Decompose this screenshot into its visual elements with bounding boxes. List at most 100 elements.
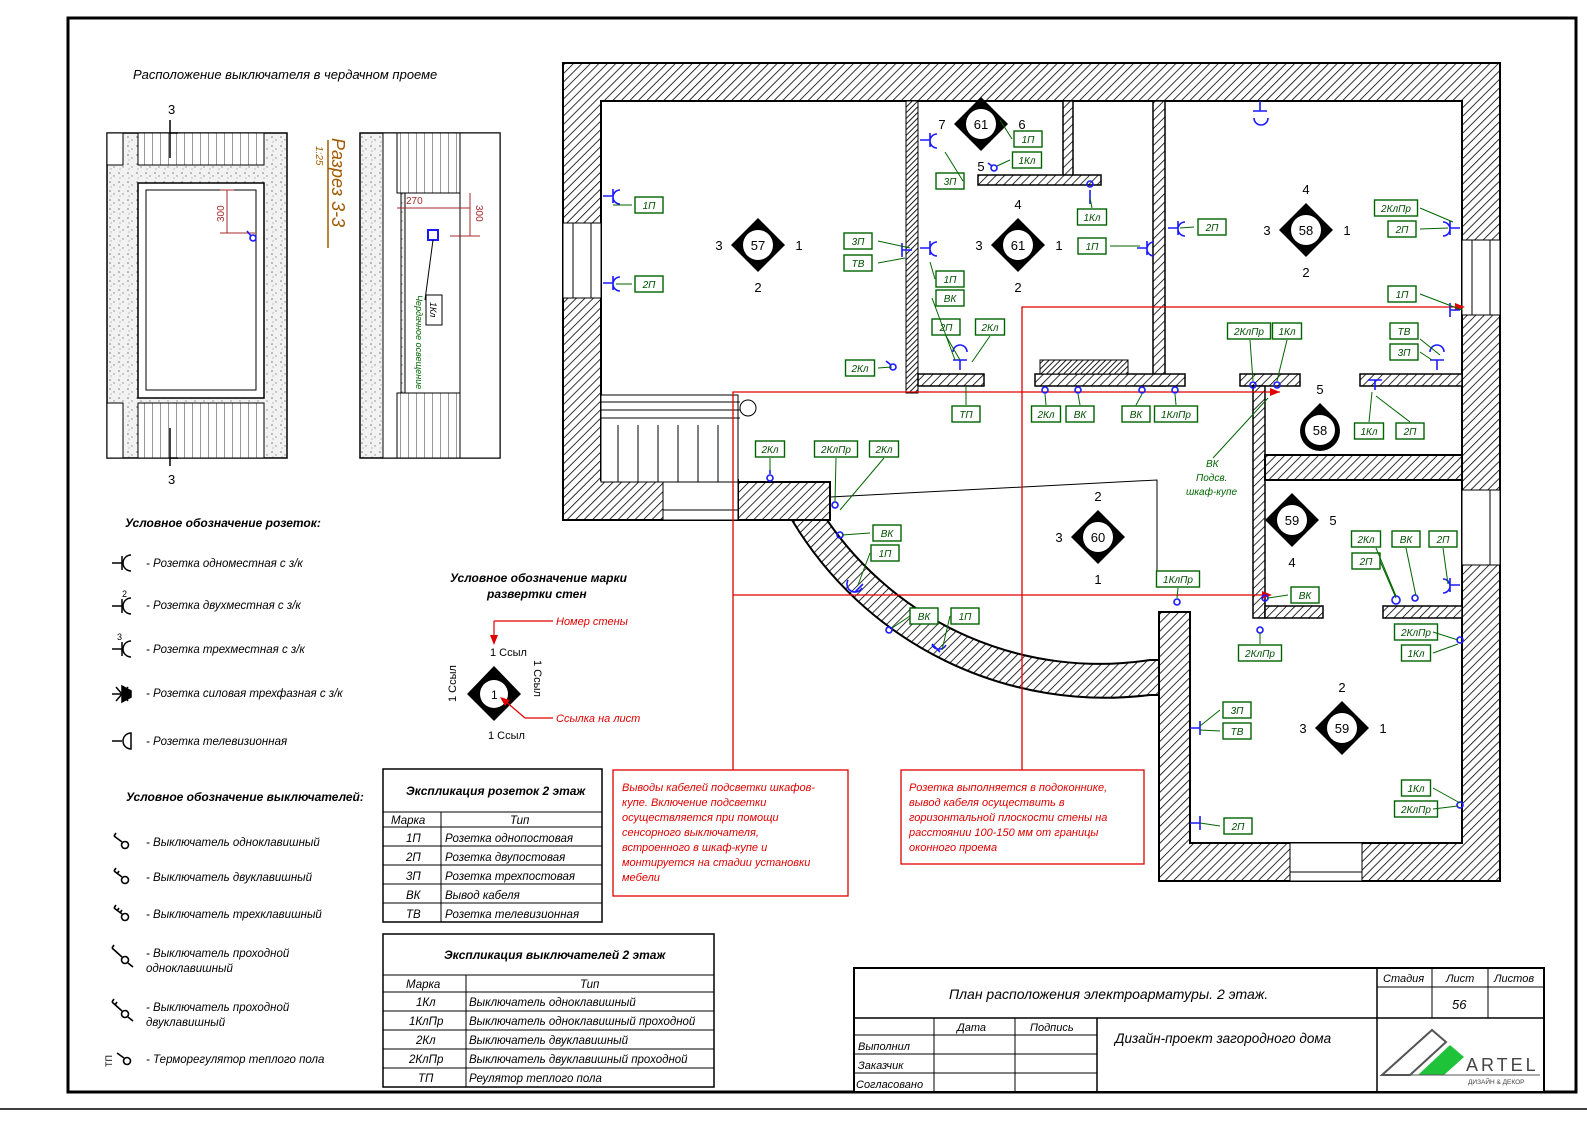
equipment-tag-label: 1Кл: [1083, 213, 1100, 224]
equipment-tag-label: 1П: [959, 612, 973, 623]
wall-corridor-v: [1252, 385, 1266, 619]
room-mark: 585: [1300, 382, 1340, 452]
equipment-tag-label: 2Кл: [1036, 410, 1054, 421]
socket-triple-sup: 3: [117, 632, 122, 642]
equipment-tag: ТВ: [1389, 322, 1419, 340]
sockets-r4-mark: ТВ: [406, 909, 421, 921]
tag-leader: [1249, 339, 1254, 382]
sockets-r0-mark: 1П: [406, 833, 421, 845]
equipment-tag: 2Кл: [868, 440, 900, 458]
room-mark-side-left: 3: [1055, 530, 1062, 545]
sockets-r3-type: Вывод кабеля: [445, 890, 520, 902]
switches-r3-mark: 2КлПр: [408, 1054, 444, 1066]
section-switch-tag: 1Кл: [428, 302, 438, 317]
switches-r0-mark: 1Кл: [416, 997, 436, 1009]
equipment-tag-label: 3П: [944, 177, 958, 188]
switch-double-icon: [113, 867, 130, 885]
tag-leader: [891, 615, 911, 629]
customer-label: Заказчик: [858, 1060, 904, 1072]
room-mark-side-right: 1: [1343, 223, 1350, 238]
switch-pass-single-icon: [111, 944, 134, 968]
artel-logo: ARTEL ДИЗАЙН & ДЕКОР: [1379, 1028, 1540, 1086]
equipment-tag-label: 2КлПр: [1400, 805, 1431, 816]
equipment-tag-label: 2П: [1205, 223, 1220, 234]
switch-legend-2: - Выключатель двуклавишный: [146, 872, 313, 884]
tag-leader: [1432, 643, 1459, 654]
tag-leader: [1432, 805, 1459, 810]
equipment-tag-label: 1Кл: [1018, 156, 1035, 167]
sockets-r2-mark: 3П: [406, 871, 421, 883]
switches-table-title: Экспликация выключателей 2 этаж: [444, 948, 666, 962]
wardrobe-note-1: ВК: [1206, 459, 1220, 470]
room-mark-number: 58: [1299, 223, 1313, 238]
note-right-0: Розетка выполняется в подоконнике,: [909, 782, 1107, 794]
equipment-tag-label: ВК: [944, 294, 958, 305]
dim-300-section: 300: [473, 205, 484, 222]
equipment-tag: 1Кл: [1353, 422, 1385, 440]
tag-leader: [996, 159, 1011, 167]
equipment-tag: 2Кл: [1350, 530, 1382, 548]
equipment-tag: 2П: [1197, 218, 1227, 236]
tag-leader: [945, 335, 961, 361]
equipment-tag-label: 1П: [643, 201, 657, 212]
equipment-tag: 1П: [935, 270, 965, 288]
note-left-3: сенсорного выключателя,: [622, 827, 759, 839]
curved-wall: [790, 519, 1160, 699]
equipment-tag: 3П: [1389, 343, 1419, 361]
equipment-tag-label: ТВ: [1398, 327, 1411, 338]
equipment-tag-label: 2КлПр: [820, 445, 851, 456]
note-left-5: монтируется на стадии установки: [622, 857, 810, 869]
staircase: [600, 394, 757, 483]
equipment-tag: 2П: [1395, 422, 1425, 440]
equipment-tag-label: 2КлПр: [1380, 204, 1411, 215]
equipment-tag: 2П: [1387, 220, 1417, 238]
equipment-tag: ТП: [951, 405, 981, 423]
room-mark-side-right: 1: [1379, 721, 1386, 736]
room-mark-side-bottom: 2: [1014, 280, 1021, 295]
tag-leader: [1368, 391, 1373, 423]
room-mark-side-bottom: 5: [977, 159, 984, 174]
room-mark-side-right: 1: [1055, 238, 1062, 253]
room-mark-side-left: 3: [1299, 721, 1306, 736]
title-block: План расположения электроарматуры. 2 эта…: [853, 967, 1545, 1093]
floor-plan: ВК Подсв. шкаф-купе: [562, 62, 1501, 882]
note-left-0: Выводы кабелей подсветки шкафов-: [622, 782, 815, 794]
tag-leader: [841, 532, 871, 536]
equipment-tag: 1Кл: [1400, 779, 1432, 797]
equipment-tag: 2КлПр: [1393, 800, 1439, 818]
equipment-tag: ВК: [935, 289, 965, 307]
sockets-r2-type: Розетка трехпостовая: [445, 871, 575, 883]
equipment-tag: 3П: [1222, 701, 1252, 719]
wall-61-58: [1152, 100, 1166, 387]
wardrobe-note-2: Подсв.: [1196, 473, 1227, 484]
equipment-tag-label: 3П: [852, 237, 866, 248]
room-mark-side-left: 3: [715, 238, 722, 253]
sockets-table-title: Экспликация розеток 2 этаж: [406, 784, 586, 798]
wall-57-61: [905, 100, 919, 394]
note-right-1: вывод кабеля осуществить в: [909, 797, 1065, 809]
switch-triple-icon: [113, 904, 130, 922]
marker-ref-bottom: 1 Ссыл: [488, 730, 525, 742]
socket-legend-5: - Розетка телевизионная: [146, 736, 287, 748]
wall-bath: [1062, 100, 1074, 182]
equipment-tag: 2КлПр: [813, 440, 859, 458]
switches-th-mark: Марка: [406, 979, 440, 991]
stair-wall: [737, 481, 831, 521]
equipment-tag: 2П: [634, 275, 664, 293]
tag-leader: [1199, 709, 1221, 727]
socket-double-sup: 2: [122, 589, 127, 599]
socket-tv-icon: [112, 732, 132, 750]
attic-switch-section: Расположение выключателя в чердачном про…: [106, 67, 501, 487]
room-mark-side-bottom: 2: [754, 280, 761, 295]
tag-leader: [1199, 729, 1221, 732]
tag-leader: [941, 615, 951, 651]
wall-61-bottom2: [1034, 373, 1186, 387]
marker-ref-right: 1 Ссыл: [531, 660, 543, 697]
note-left-1: купе. Включение подсветки: [622, 797, 766, 809]
equipment-tag: 1П: [634, 196, 664, 214]
room-mark-side-top: 2: [1338, 680, 1345, 695]
